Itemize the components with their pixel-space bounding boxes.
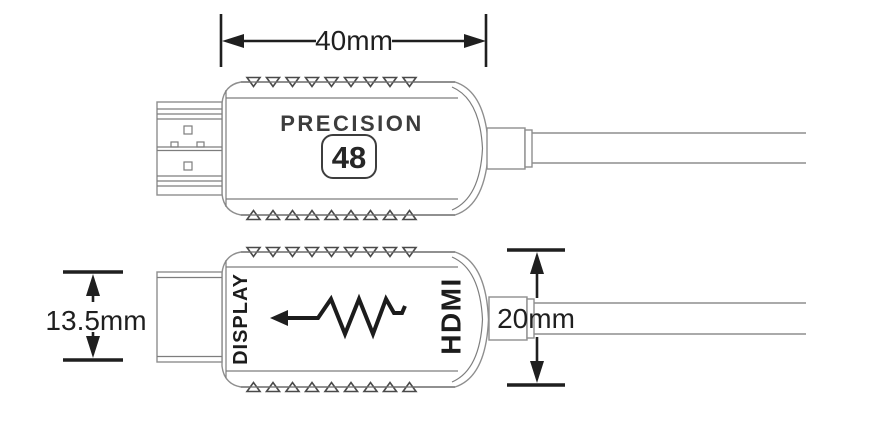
body-length-value: 40mm	[315, 25, 393, 56]
arrowhead-right-icon	[464, 34, 486, 48]
arrowhead-up-icon	[530, 252, 544, 274]
plug-height-dimension: 13.5mm	[45, 270, 147, 362]
hdmi-label: HDMI	[436, 277, 467, 355]
signal-direction-icon	[270, 293, 407, 340]
strain-relief-boot-side-view	[488, 296, 535, 341]
rear-inner-curve	[451, 86, 484, 211]
brand-label: PRECISION	[280, 111, 424, 136]
strain-relief-boot-top-view	[486, 127, 533, 170]
speed-badge: 48	[321, 134, 377, 179]
plug-height-value: 13.5mm	[45, 305, 146, 336]
cable-top-view	[531, 132, 806, 164]
rear-inner-curve	[451, 256, 484, 383]
body-length-dimension: 40mm	[219, 14, 488, 67]
arrowhead-down-icon	[86, 336, 100, 358]
plug-top-view	[156, 101, 223, 196]
body-height-dimension: 20mm	[497, 248, 575, 387]
arrowhead-left-icon	[222, 34, 244, 48]
speed-badge-value: 48	[332, 140, 366, 175]
body-outline	[221, 251, 490, 388]
plug-side-view	[156, 271, 223, 363]
display-label: DISPLAY	[230, 273, 252, 365]
cable-side-view	[533, 302, 806, 335]
arrowhead-down-icon	[530, 361, 544, 383]
connector-body-side-view: DISPLAY HDMI	[221, 246, 490, 393]
arrowhead-up-icon	[86, 274, 100, 296]
body-height-value: 20mm	[497, 303, 575, 334]
connector-body-top-view: PRECISION 48	[221, 76, 490, 221]
